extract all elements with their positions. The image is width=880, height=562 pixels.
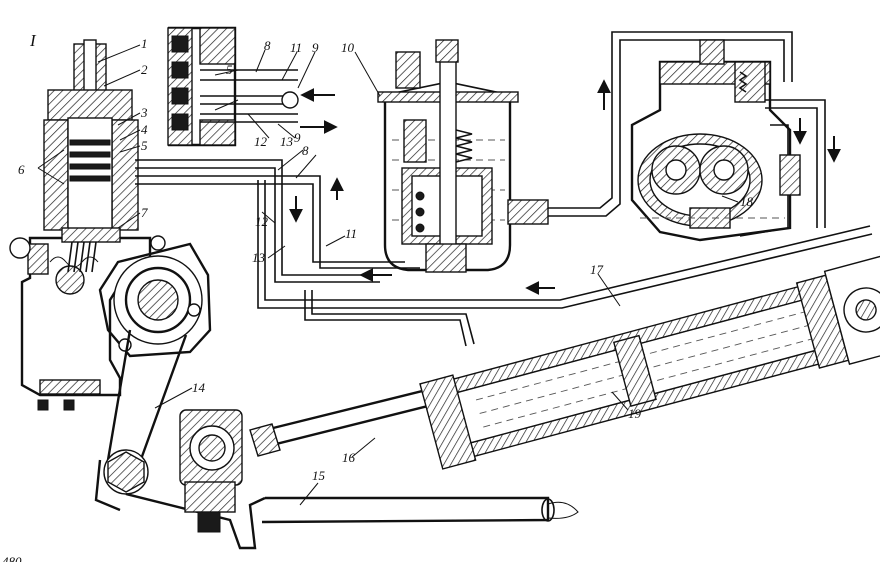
callout-3: 3 xyxy=(140,105,148,120)
callout-14: 14 xyxy=(192,380,206,395)
callout-18: 18 xyxy=(740,194,754,209)
callout-13: 13 xyxy=(252,250,266,265)
callout-8: 8 xyxy=(302,143,309,158)
callout-9-inset: 9 xyxy=(312,40,319,55)
oil-tank xyxy=(377,39,549,273)
callout-5-inset: 5 xyxy=(226,62,233,77)
ball-joint-housing xyxy=(179,409,243,533)
tie-rod-tube xyxy=(261,496,579,524)
callout-11: 11 xyxy=(345,226,357,241)
power-cylinder xyxy=(419,254,880,470)
page-number-fragment: 480 xyxy=(2,554,22,562)
callout-8-inset: 8 xyxy=(264,38,271,53)
sector-shaft-flange xyxy=(98,235,212,358)
callout-7: 7 xyxy=(141,205,148,220)
callout-labels: I 1 2 3 4 5 5 6 7 8 8 9 9 10 11 11 12 12… xyxy=(2,31,754,562)
hydraulic-pump xyxy=(630,39,801,242)
leader-lines xyxy=(37,44,739,506)
callout-1: 1 xyxy=(141,36,148,51)
callout-2: 2 xyxy=(141,62,148,77)
callout-4: 4 xyxy=(141,122,148,137)
callout-15: 15 xyxy=(312,468,326,483)
callout-12: 12 xyxy=(255,214,269,229)
callout-10: 10 xyxy=(341,40,355,55)
callout-17: 17 xyxy=(590,262,604,277)
valve-detail-inset xyxy=(167,26,338,147)
callout-9: 9 xyxy=(294,130,301,145)
callout-11-inset: 11 xyxy=(290,40,302,55)
callout-13-inset: 13 xyxy=(280,134,294,149)
callout-5: 5 xyxy=(141,138,148,153)
callout-19: 19 xyxy=(628,406,642,421)
section-mark: I xyxy=(29,31,37,50)
callout-6: 6 xyxy=(18,162,25,177)
callout-12-inset: 12 xyxy=(254,134,268,149)
callout-16: 16 xyxy=(342,450,356,465)
control-valve-assembly xyxy=(43,39,139,273)
